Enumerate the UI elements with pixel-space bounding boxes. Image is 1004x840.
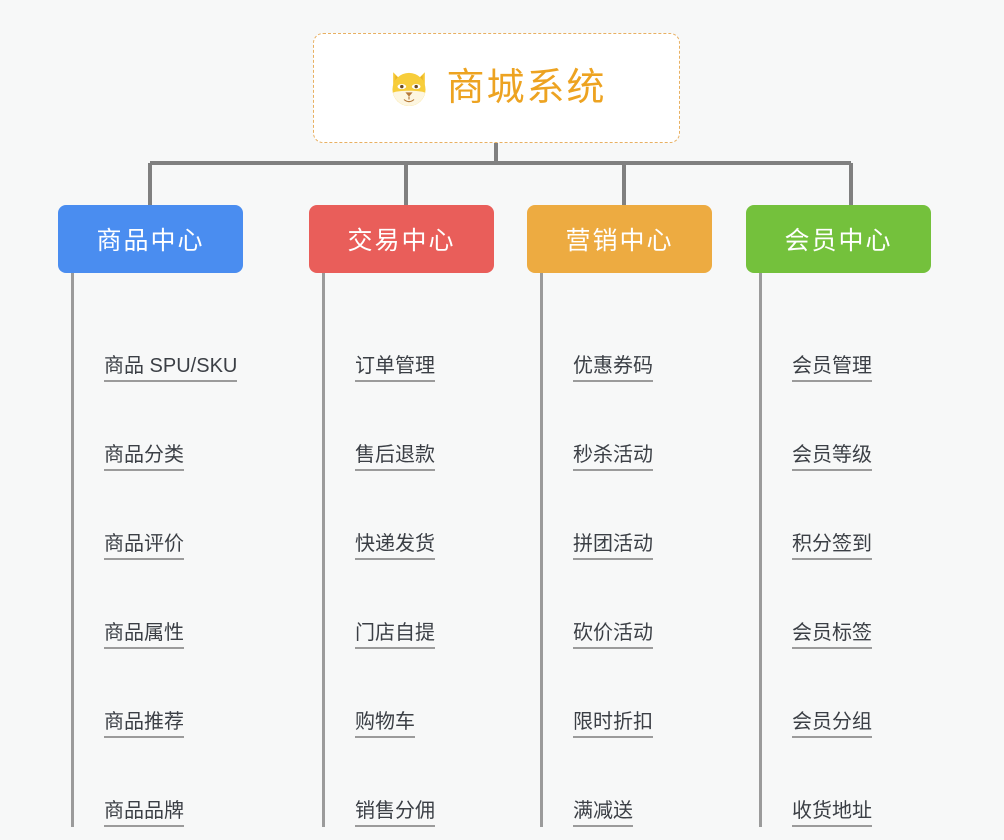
leaf-label: 会员标签 [792,622,872,649]
leaf-list-2: 订单管理 售后退款 快递发货 门店自提 购物车 销售分佣 [322,273,494,827]
leaf-label: 限时折扣 [573,711,653,738]
leaf-label: 秒杀活动 [573,444,653,471]
category-label-2: 交易中心 [347,227,456,255]
leaf-item[interactable]: 积分签到 [762,471,931,560]
leaf-list-3: 优惠券码 秒杀活动 拼团活动 砍价活动 限时折扣 满减送 [540,273,712,827]
leaf-item[interactable]: 优惠券码 [543,293,712,382]
leaf-item[interactable]: 满减送 [543,738,712,827]
leaf-label: 销售分佣 [355,800,435,827]
leaf-label: 购物车 [355,711,415,738]
category-column-4: 会员中心 会员管理 会员等级 积分签到 会员标签 会员分组 收货地址 [746,205,931,827]
leaf-label: 商品 SPU/SKU [104,355,238,382]
leaf-item[interactable]: 商品推荐 [74,649,243,738]
leaf-item[interactable]: 会员分组 [762,649,931,738]
category-label-1: 商品中心 [96,227,205,255]
leaf-label: 满减送 [573,800,633,827]
category-label-4: 会员中心 [784,227,893,255]
leaf-label: 拼团活动 [573,533,653,560]
leaf-item[interactable]: 秒杀活动 [543,382,712,471]
leaf-item[interactable]: 会员管理 [762,293,931,382]
leaf-label: 积分签到 [792,533,872,560]
root-title: 商城系统 [446,67,607,109]
leaf-label: 优惠券码 [573,355,653,382]
leaf-item[interactable]: 砍价活动 [543,560,712,649]
root-node[interactable]: 商城系统 [313,33,680,143]
leaf-item[interactable]: 门店自提 [325,560,494,649]
leaf-item[interactable]: 快递发货 [325,471,494,560]
category-header-2[interactable]: 交易中心 [309,205,494,273]
leaf-label: 收货地址 [792,800,872,827]
leaf-label: 商品分类 [104,444,184,471]
leaf-item[interactable]: 订单管理 [325,293,494,382]
leaf-label: 砍价活动 [573,622,653,649]
leaf-item[interactable]: 拼团活动 [543,471,712,560]
leaf-item[interactable]: 商品分类 [74,382,243,471]
leaf-item[interactable]: 商品评价 [74,471,243,560]
leaf-label: 会员管理 [792,355,872,382]
category-column-3: 营销中心 优惠券码 秒杀活动 拼团活动 砍价活动 限时折扣 满减送 [527,205,712,827]
category-header-3[interactable]: 营销中心 [527,205,712,273]
leaf-item[interactable]: 商品属性 [74,560,243,649]
leaf-item[interactable]: 限时折扣 [543,649,712,738]
leaf-label: 会员分组 [792,711,872,738]
leaf-item[interactable]: 售后退款 [325,382,494,471]
leaf-item[interactable]: 会员等级 [762,382,931,471]
leaf-label: 售后退款 [355,444,435,471]
leaf-label: 商品推荐 [104,711,184,738]
leaf-label: 商品评价 [104,533,184,560]
leaf-item[interactable]: 会员标签 [762,560,931,649]
leaf-label: 商品属性 [104,622,184,649]
category-column-1: 商品中心 商品 SPU/SKU 商品分类 商品评价 商品属性 商品推荐 商品品牌 [58,205,243,827]
category-column-2: 交易中心 订单管理 售后退款 快递发货 门店自提 购物车 销售分佣 [309,205,494,827]
category-header-4[interactable]: 会员中心 [746,205,931,273]
leaf-label: 快递发货 [355,533,435,560]
leaf-label: 会员等级 [792,444,872,471]
leaf-label: 商品品牌 [104,800,184,827]
leaf-item[interactable]: 购物车 [325,649,494,738]
leaf-item[interactable]: 收货地址 [762,738,931,827]
leaf-list-1: 商品 SPU/SKU 商品分类 商品评价 商品属性 商品推荐 商品品牌 [71,273,243,827]
shiba-dog-face-icon [392,72,427,106]
leaf-list-4: 会员管理 会员等级 积分签到 会员标签 会员分组 收货地址 [759,273,931,827]
leaf-item[interactable]: 销售分佣 [325,738,494,827]
leaf-label: 门店自提 [355,622,435,649]
leaf-label: 订单管理 [355,355,435,382]
category-header-1[interactable]: 商品中心 [58,205,243,273]
leaf-item[interactable]: 商品品牌 [74,738,243,827]
leaf-item[interactable]: 商品 SPU/SKU [74,293,243,382]
category-label-3: 营销中心 [565,227,674,255]
